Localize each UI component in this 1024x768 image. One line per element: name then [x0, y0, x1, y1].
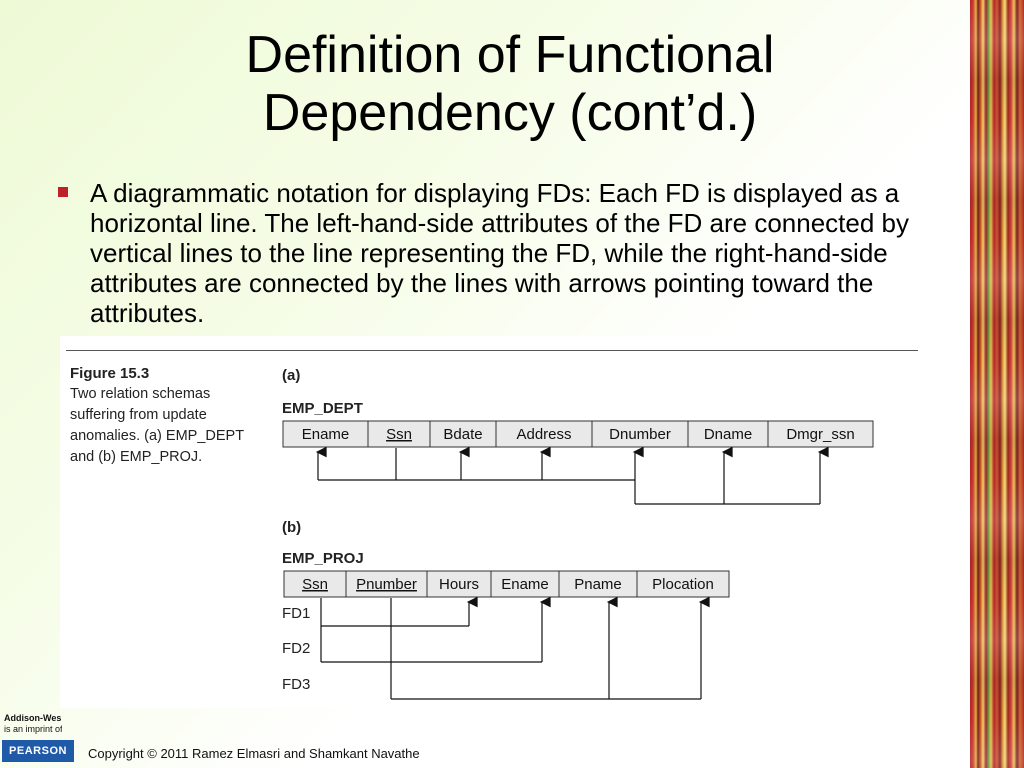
attribute-box: [429, 420, 497, 448]
figure-caption-text: Two relation schemas suffering from upda…: [70, 386, 244, 465]
decorative-stripe-shade: [970, 0, 1024, 768]
decorative-stripe-bar: [970, 0, 1024, 768]
attribute-box: [558, 570, 638, 598]
part-b-label: (b): [282, 519, 301, 536]
figure-panel: Figure 15.3 Two relation schemas sufferi…: [60, 336, 936, 708]
attribute-name: Ssn: [302, 576, 328, 593]
attribute-cell-bdate: Bdate: [429, 420, 497, 448]
attribute-box: [490, 570, 560, 598]
fd2-label: FD2: [282, 640, 310, 657]
attribute-name: Dname: [704, 426, 752, 443]
attribute-cell-ename: Ename: [490, 570, 560, 598]
attribute-name: Hours: [439, 576, 479, 593]
bullet-text: A diagrammatic notation for displaying F…: [90, 178, 909, 328]
figure-number: Figure 15.3: [70, 365, 150, 382]
attribute-box: [426, 570, 492, 598]
attribute-cell-dname: Dname: [687, 420, 769, 448]
attribute-name: Ssn: [386, 426, 412, 443]
attribute-name: Dmgr_ssn: [786, 426, 854, 443]
attribute-name: Address: [516, 426, 571, 443]
square-bullet-icon: [58, 187, 68, 197]
attribute-name: Ename: [302, 426, 350, 443]
emp-dept-schema: Ename Ssn Bdate Address Dnumber Dname Dmgr_ssn: [282, 420, 874, 448]
attribute-cell-pname: Pname: [558, 570, 638, 598]
copyright-text: Copyright © 2011 Ramez Elmasri and Shamk…: [88, 746, 420, 761]
attribute-box: [283, 570, 347, 598]
figure-top-rule: [66, 350, 918, 351]
attribute-name: Bdate: [443, 426, 482, 443]
attribute-cell-pnumber: Pnumber: [345, 570, 428, 598]
attribute-name: Plocation: [652, 576, 714, 593]
part-a-label: (a): [282, 367, 300, 384]
fd1-label: FD1: [282, 605, 310, 622]
slide-title-line-2: Dependency (cont’d.): [262, 84, 758, 142]
attribute-cell-ename: Ename: [282, 420, 369, 448]
slide-title-line-1: Definition of Functional: [245, 26, 775, 84]
attribute-box: [636, 570, 730, 598]
attribute-cell-dmgr_ssn: Dmgr_ssn: [767, 420, 874, 448]
pearson-logo: PEARSON: [2, 740, 74, 762]
part-b-schema-name: EMP_PROJ: [282, 550, 364, 567]
emp-dept-fd-lines: [315, 446, 829, 505]
fd3-label: FD3: [282, 676, 310, 693]
part-a-schema-name: EMP_DEPT: [282, 400, 363, 417]
attribute-box: [591, 420, 689, 448]
attribute-cell-plocation: Plocation: [636, 570, 730, 598]
attribute-box: [767, 420, 874, 448]
attribute-name: Dnumber: [609, 426, 671, 443]
attribute-box: [345, 570, 428, 598]
attribute-cell-ssn: Ssn: [283, 570, 347, 598]
attribute-cell-address: Address: [495, 420, 593, 448]
attribute-box: [495, 420, 593, 448]
attribute-name: Pnumber: [356, 576, 417, 593]
publisher-imprint-text: is an imprint of: [4, 724, 62, 734]
slide-title: Definition of Functional Dependency (con…: [120, 26, 900, 142]
attribute-cell-hours: Hours: [426, 570, 492, 598]
emp-proj-fd-lines: [320, 596, 710, 700]
publisher-name: Addison-Wesley: [4, 713, 62, 723]
attribute-name: Ename: [501, 576, 549, 593]
attribute-name: Pname: [574, 576, 622, 593]
attribute-cell-ssn: Ssn: [367, 420, 431, 448]
attribute-cell-dnumber: Dnumber: [591, 420, 689, 448]
figure-caption: Figure 15.3 Two relation schemas sufferi…: [70, 364, 250, 468]
emp-proj-schema: Ssn Pnumber Hours Ename Pname Plocation: [283, 570, 730, 598]
